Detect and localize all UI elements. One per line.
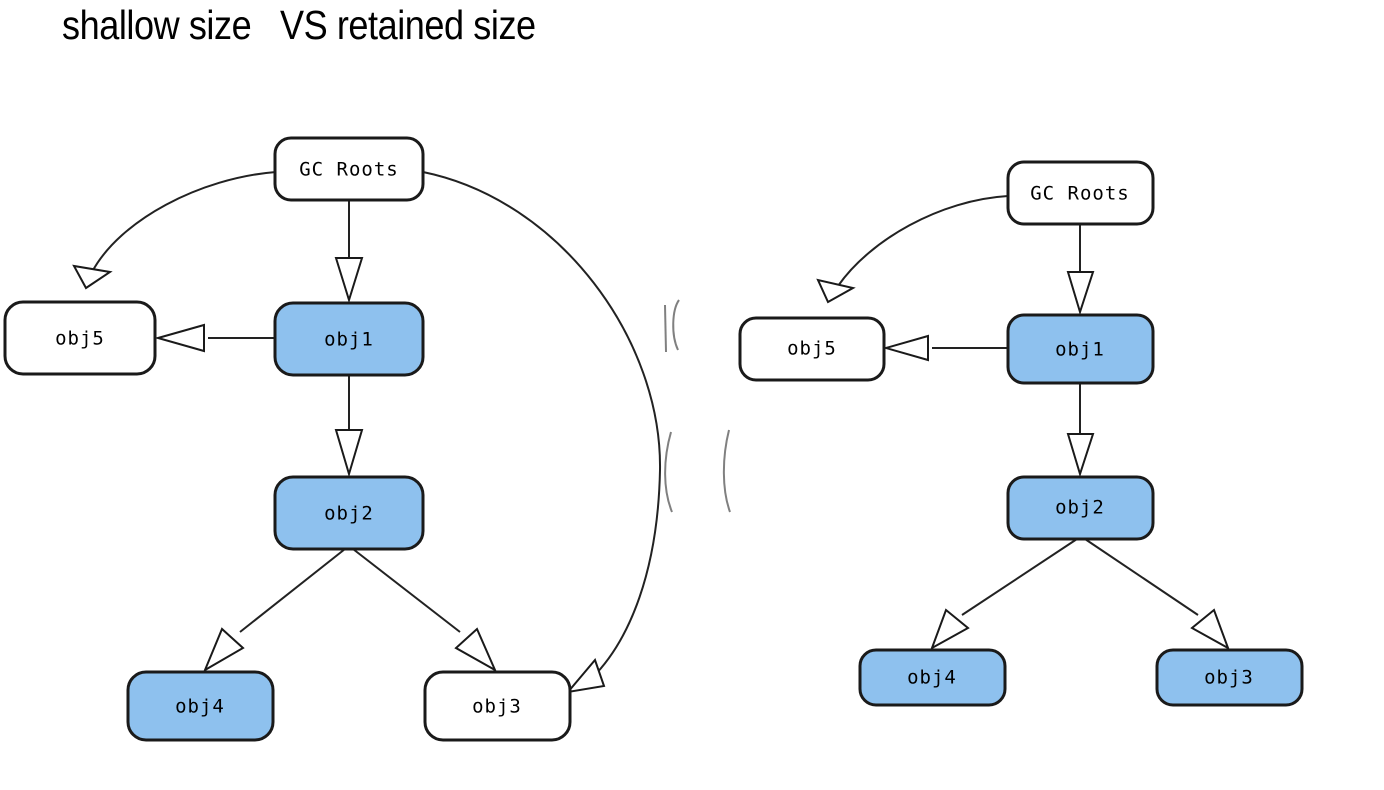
- edge-gcroots-to-obj5: [72, 171, 277, 290]
- edge-obj1-to-obj5: [154, 323, 275, 353]
- node-label: obj2: [324, 503, 374, 525]
- node-label: obj3: [472, 696, 522, 718]
- diagram-retained-size: GC Roots obj5 obj1 obj2 obj4 obj3: [738, 160, 1304, 707]
- edge-obj2-to-obj3: [1084, 538, 1230, 651]
- node-label: obj5: [55, 328, 105, 350]
- node-label: obj2: [1055, 497, 1105, 519]
- edge-obj1-to-obj5: [882, 334, 1008, 362]
- node-label: GC Roots: [1030, 183, 1130, 205]
- node-obj4[interactable]: obj4: [858, 648, 1007, 707]
- edge-gcroots-to-obj1: [334, 200, 364, 304]
- node-label: GC Roots: [299, 159, 399, 181]
- node-label: obj1: [1055, 339, 1105, 361]
- node-label: obj3: [1204, 667, 1254, 689]
- edge-obj2-to-obj4: [202, 548, 346, 673]
- node-obj2[interactable]: obj2: [273, 475, 425, 551]
- edge-gcroots-to-obj1: [1066, 224, 1095, 316]
- panel-divider-artifacts: [664, 299, 731, 513]
- edge-obj1-to-obj2: [334, 375, 364, 478]
- node-obj5[interactable]: obj5: [3, 300, 157, 376]
- node-gcroots[interactable]: GC Roots: [273, 136, 425, 202]
- edge-obj1-to-obj2: [1066, 383, 1095, 478]
- node-obj3[interactable]: obj3: [1155, 648, 1304, 707]
- node-label: obj4: [175, 696, 225, 718]
- node-obj4[interactable]: obj4: [126, 670, 275, 742]
- diagram-shallow-size: GC Roots obj5 obj1 obj2 obj4 obj3: [3, 136, 662, 742]
- node-obj2[interactable]: obj2: [1006, 475, 1155, 541]
- node-obj5[interactable]: obj5: [738, 316, 886, 382]
- node-obj1[interactable]: obj1: [273, 301, 425, 377]
- node-label: obj5: [787, 338, 837, 360]
- edge-obj2-to-obj3: [352, 548, 498, 673]
- node-gcroots[interactable]: GC Roots: [1006, 160, 1155, 226]
- node-obj1[interactable]: obj1: [1006, 313, 1155, 385]
- node-label: obj4: [907, 667, 957, 689]
- node-label: obj1: [324, 329, 374, 351]
- edge-gcroots-to-obj5: [816, 195, 1009, 304]
- node-obj3[interactable]: obj3: [423, 670, 572, 742]
- page-title: shallow size VS retained size: [62, 2, 536, 48]
- edge-obj2-to-obj4: [930, 538, 1078, 651]
- edge-gcroots-to-obj3: [422, 171, 662, 694]
